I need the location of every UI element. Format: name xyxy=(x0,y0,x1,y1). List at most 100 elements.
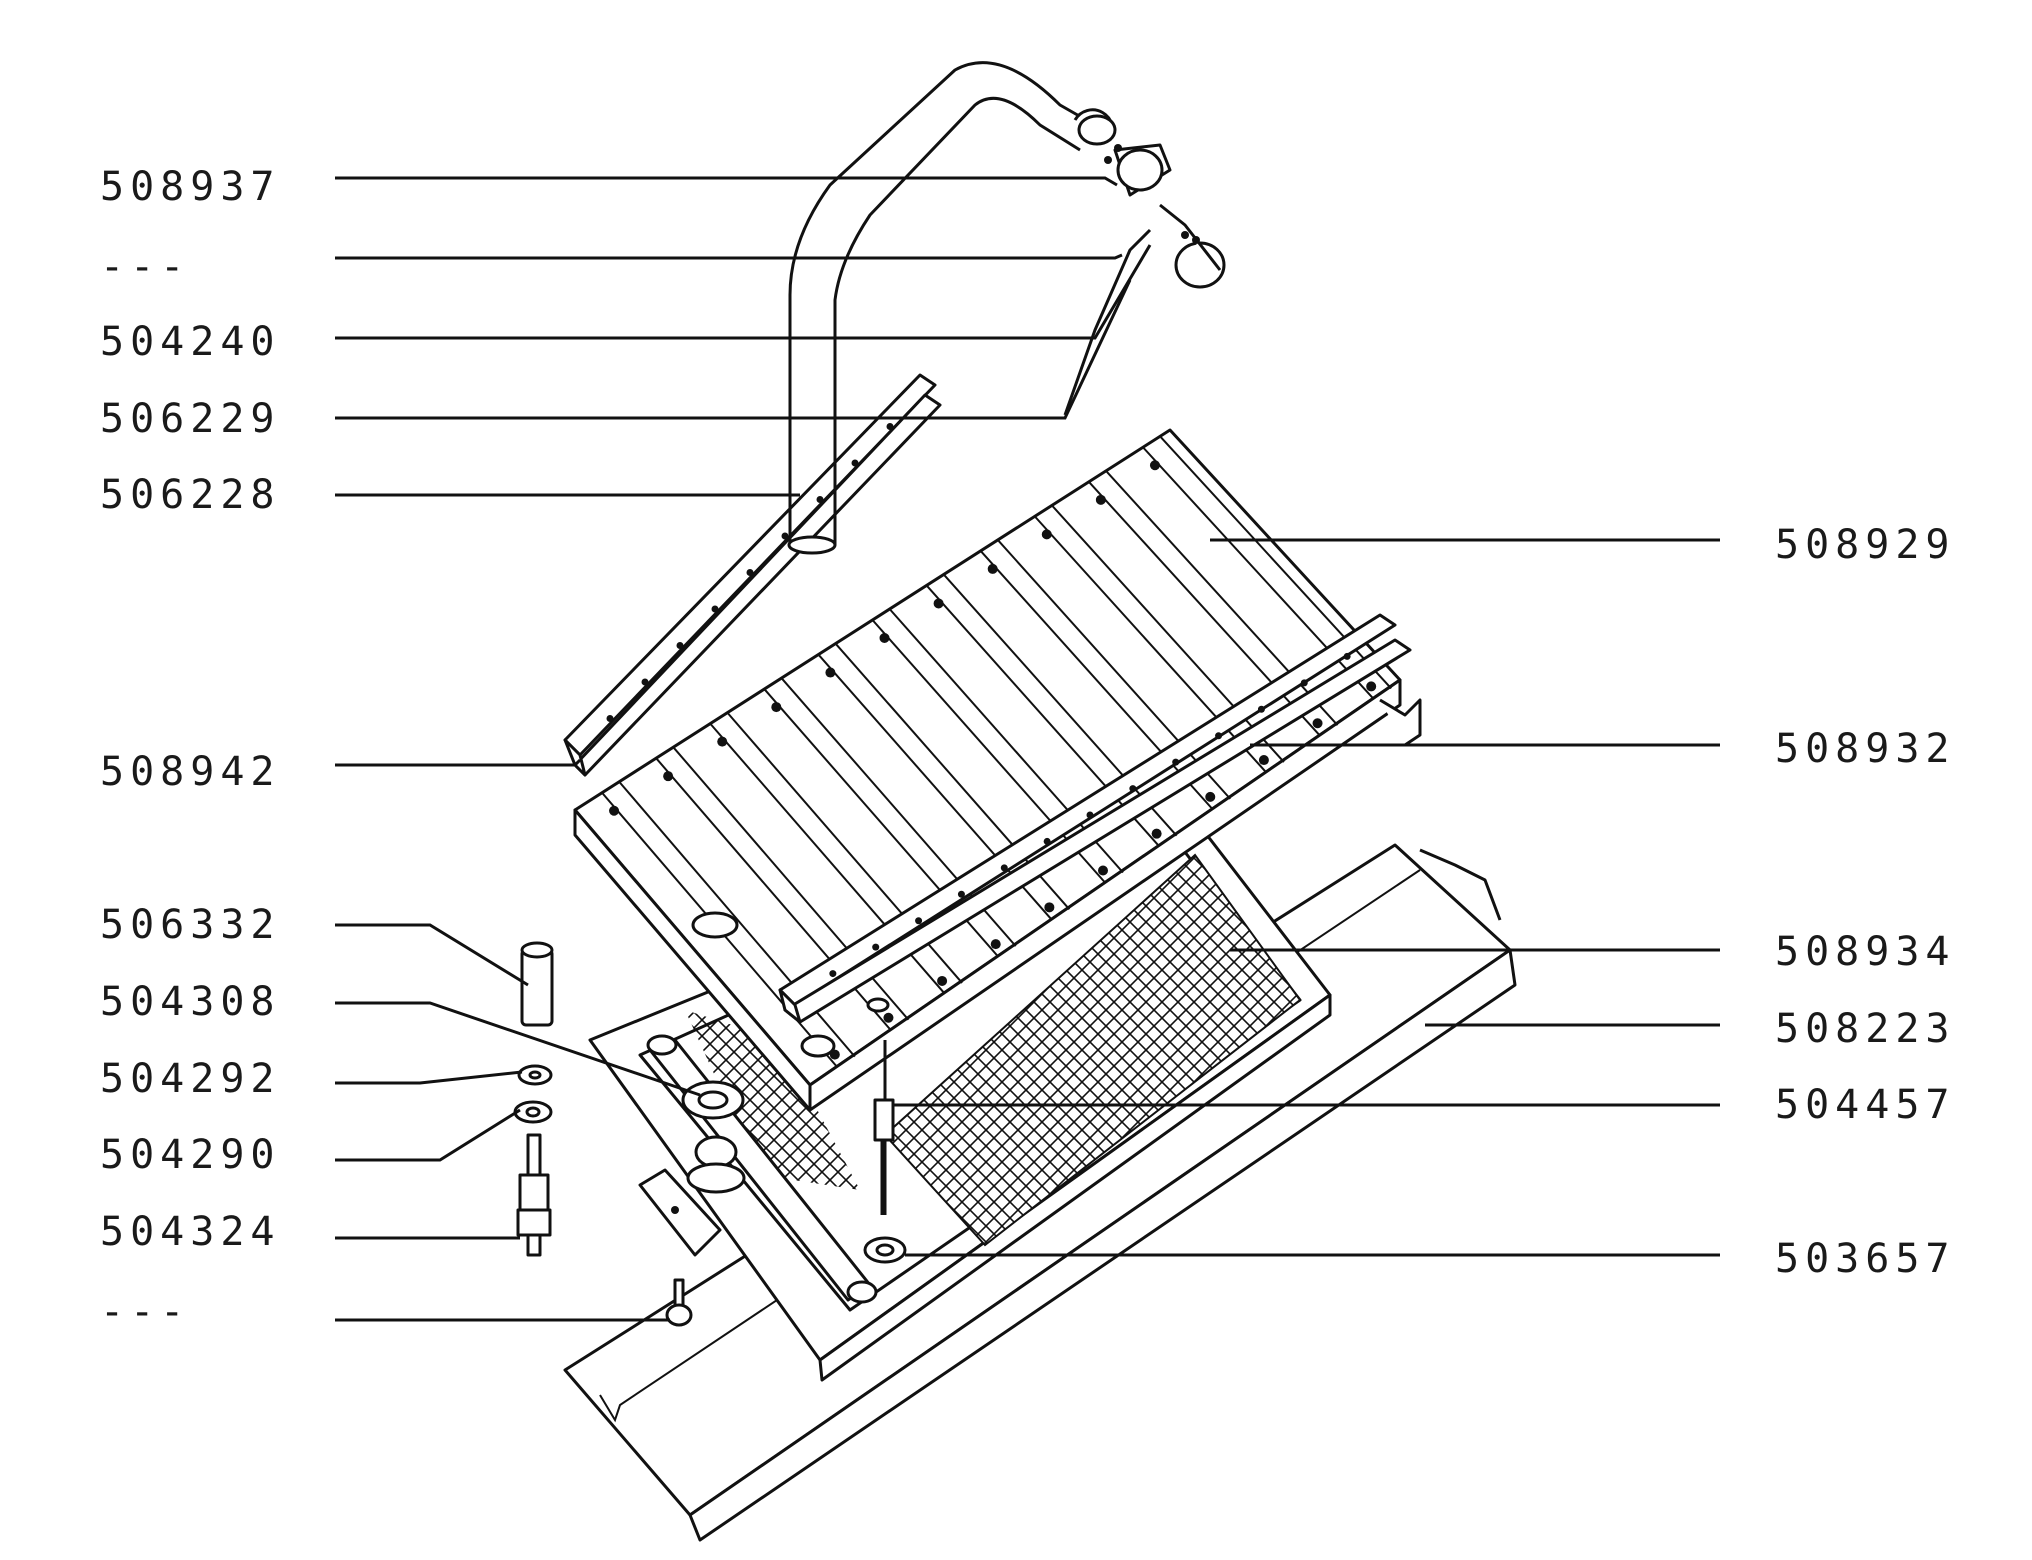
rail-dot xyxy=(829,970,837,978)
plate-ridge xyxy=(925,584,1160,847)
mesh-line xyxy=(1103,855,1300,1245)
plate-dot xyxy=(1205,791,1216,802)
rail-dot xyxy=(851,459,859,467)
mesh-line xyxy=(360,950,660,1250)
rail-dot xyxy=(1172,758,1180,766)
label-506332: 506332 xyxy=(100,902,281,948)
rail-dot xyxy=(606,715,614,722)
plate-dot xyxy=(879,633,890,643)
mesh-line xyxy=(360,950,660,1250)
mesh-line xyxy=(885,855,1061,1245)
rail-back xyxy=(563,373,942,777)
rail-dot xyxy=(641,678,649,686)
rail-dot xyxy=(1000,864,1008,872)
rail-front-bracket xyxy=(1379,698,1422,747)
fastener-bolt xyxy=(665,1278,693,1327)
nozzle-504308 xyxy=(681,1080,746,1194)
mesh-line xyxy=(328,950,628,1250)
right-part-labels: 508929 508932 508934 508223 504457 50365… xyxy=(1775,522,1956,1282)
plate-dot xyxy=(663,771,674,782)
mesh-line xyxy=(685,1010,860,1190)
mesh-line xyxy=(1119,855,1300,1245)
washer-504290 xyxy=(513,1100,553,1124)
plate-ridge xyxy=(997,540,1232,800)
label-504292: 504292 xyxy=(100,1056,281,1102)
rail-dot xyxy=(1043,837,1051,845)
rail-dot xyxy=(746,569,754,576)
label-504457: 504457 xyxy=(1775,1082,1956,1128)
plate-ridge xyxy=(943,574,1178,837)
rail-dot xyxy=(915,917,923,925)
mesh-line xyxy=(885,855,1077,1245)
corrugated-plate xyxy=(573,428,1402,1112)
rail-dot xyxy=(886,423,894,430)
label-506229: 506229 xyxy=(100,396,281,442)
plate-dot xyxy=(1151,828,1162,839)
nut-503657 xyxy=(863,1236,907,1264)
bracket-plate xyxy=(638,1168,722,1257)
plate-dot xyxy=(1041,529,1052,540)
plate-dot xyxy=(1366,681,1377,692)
plate-dot xyxy=(883,1012,894,1023)
rail-dot xyxy=(1257,705,1265,713)
rail-dot xyxy=(957,890,965,898)
label-503657: 503657 xyxy=(1775,1236,1956,1282)
plate-dot xyxy=(1095,494,1106,505)
label-504324: 504324 xyxy=(100,1209,281,1255)
plate-dot xyxy=(987,563,998,574)
label-504240: 504240 xyxy=(100,319,281,365)
mesh-border xyxy=(883,853,1302,1247)
electrode-rod xyxy=(520,941,554,1027)
label-unnumbered-1: --- xyxy=(100,244,190,290)
rail-dot xyxy=(1215,732,1223,740)
label-508934: 508934 xyxy=(1775,929,1956,975)
plate-dot xyxy=(825,667,836,678)
plate-dot xyxy=(937,975,948,986)
left-part-labels: 508937 --- 504240 506229 506228 508942 5… xyxy=(100,164,281,1335)
label-508937: 508937 xyxy=(100,164,281,210)
label-508932: 508932 xyxy=(1775,726,1956,772)
rail-dot xyxy=(1129,785,1137,793)
mesh-line xyxy=(685,1010,860,1190)
mesh-line xyxy=(328,950,628,1250)
plate-dot xyxy=(1312,718,1323,729)
plate-dot xyxy=(990,939,1001,950)
washer-504292 xyxy=(517,1064,553,1086)
mesh-line xyxy=(344,950,644,1250)
label-506228: 506228 xyxy=(100,472,281,518)
mesh-line xyxy=(885,855,1045,1245)
mesh-line xyxy=(885,855,1093,1245)
label-508223: 508223 xyxy=(1775,1006,1956,1052)
mesh-line xyxy=(312,950,612,1250)
plate-dot xyxy=(717,736,728,747)
rail-dot xyxy=(711,605,719,613)
pilot-504457 xyxy=(873,1040,895,1215)
rail-dot xyxy=(872,943,880,951)
mesh-line xyxy=(312,950,612,1250)
mesh-line xyxy=(1087,855,1300,1245)
label-508942: 508942 xyxy=(100,749,281,795)
rail-dot xyxy=(781,532,789,540)
mesh-line xyxy=(344,950,644,1250)
rail-dot xyxy=(1300,679,1308,687)
leader-lines xyxy=(335,176,1720,1322)
plate-dot xyxy=(933,598,944,609)
mesh-line xyxy=(685,1010,860,1190)
thermocouple-504324 xyxy=(516,1133,552,1257)
plate-hole xyxy=(691,911,739,939)
plate-dot xyxy=(1258,755,1269,766)
mesh-line xyxy=(685,1010,860,1190)
plate-dot xyxy=(1098,865,1108,876)
plate-dot xyxy=(1149,460,1160,471)
gas-pipe xyxy=(787,61,1226,555)
plate-dot xyxy=(771,702,782,713)
rail-dot xyxy=(1086,811,1094,819)
plate-hole-small xyxy=(800,1034,836,1058)
label-504308: 504308 xyxy=(100,979,281,1025)
label-unnumbered-2: --- xyxy=(100,1289,190,1335)
rail-dot xyxy=(816,496,824,503)
rail-dot xyxy=(1343,652,1351,660)
rail-front xyxy=(778,613,1412,1024)
label-508929: 508929 xyxy=(1775,522,1956,568)
